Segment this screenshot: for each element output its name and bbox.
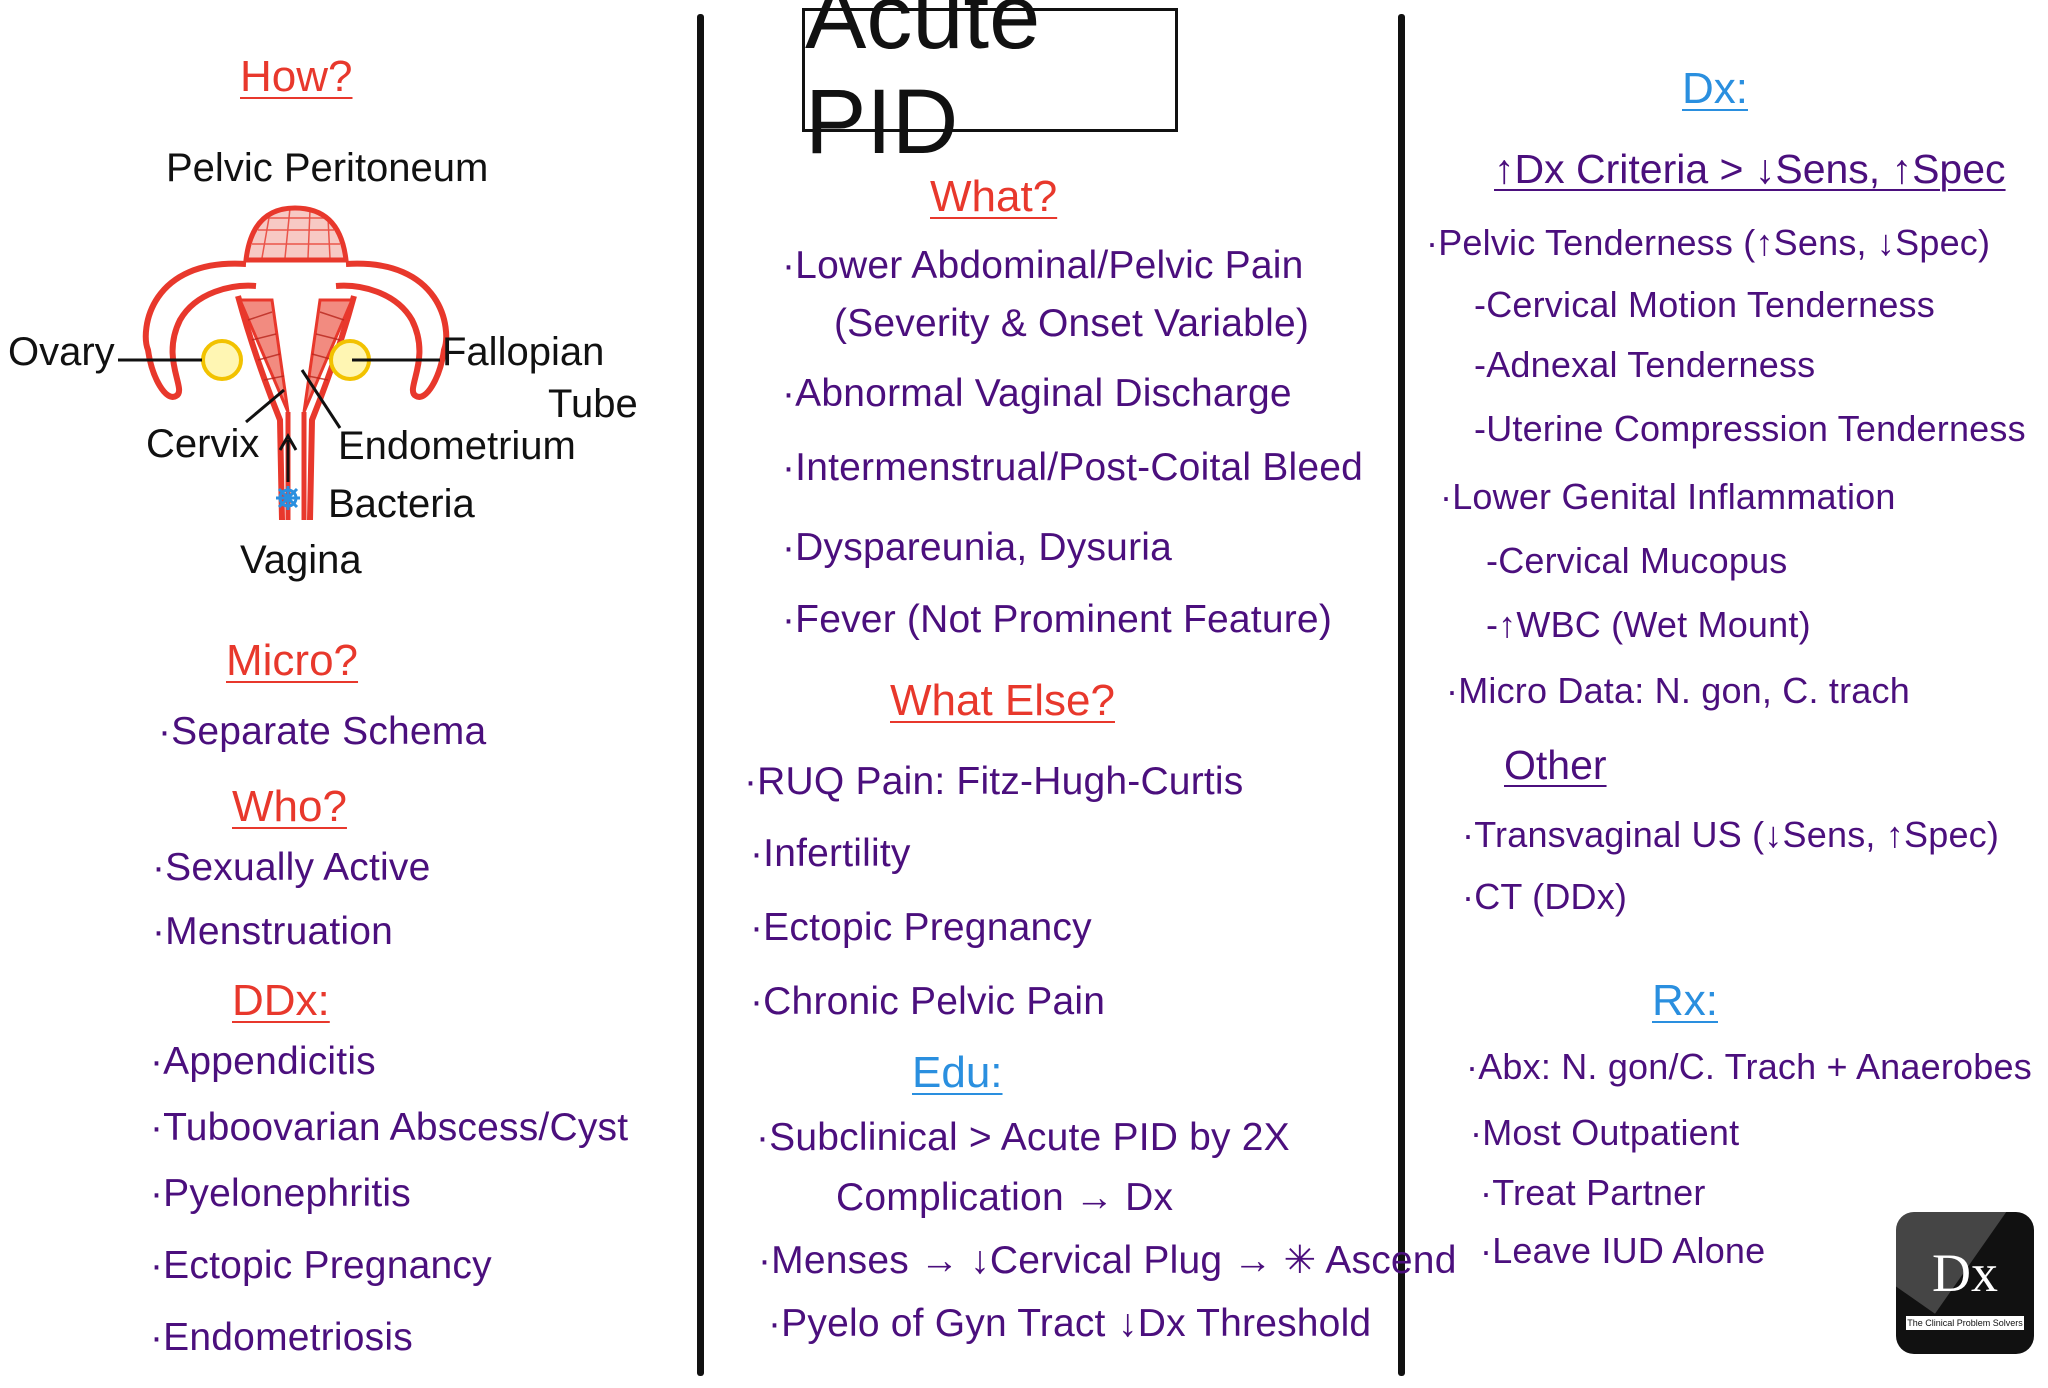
edu-heading: Edu: — [912, 1048, 1003, 1097]
what-item: ·Abnormal Vaginal Discharge — [782, 372, 1292, 415]
who-item: ·Sexually Active — [152, 846, 431, 889]
cervix-canal — [285, 412, 307, 520]
ddx-heading: DDx: — [232, 976, 330, 1025]
what-else-item: ·RUQ Pain: Fitz-Hugh-Curtis — [744, 760, 1244, 803]
tube-label: Tube — [548, 382, 638, 426]
edu-item: ·Subclinical > Acute PID by 2X — [756, 1116, 1290, 1159]
endometrium-right — [302, 298, 355, 413]
what-else-item: ·Chronic Pelvic Pain — [750, 980, 1106, 1023]
what-item: ·Lower Abdominal/Pelvic Pain — [782, 244, 1304, 287]
logo-tagline: The Clinical Problem Solvers — [1906, 1316, 2024, 1330]
edu-item: Complication → Dx — [836, 1176, 1174, 1219]
dx-criteria: ↑Dx Criteria > ↓Sens, ↑Spec — [1494, 146, 2006, 192]
micro-heading: Micro? — [226, 636, 359, 685]
divider-left — [697, 14, 704, 1376]
what-heading: What? — [930, 172, 1058, 221]
dx-logo: Dx The Clinical Problem Solvers — [1896, 1212, 2034, 1354]
how-heading: How? — [240, 52, 353, 101]
ddx-item: ·Endometriosis — [150, 1316, 413, 1359]
ovary-label: Ovary — [8, 330, 115, 374]
dx-item: -Adnexal Tenderness — [1474, 344, 1816, 385]
uterus-left-wall — [235, 295, 285, 521]
other-heading: Other — [1504, 742, 1607, 788]
ddx-item: ·Appendicitis — [150, 1040, 376, 1083]
other-item: ·Transvaginal US (↓Sens, ↑Spec) — [1462, 814, 2000, 855]
edu-item: ↓Dx Threshold — [1118, 1302, 1372, 1345]
ddx-item: ·Ectopic Pregnancy — [150, 1244, 492, 1287]
dx-item: -Cervical Mucopus — [1486, 540, 1788, 581]
dx-item: ·Pelvic Tenderness (↑Sens, ↓Spec) — [1426, 222, 1991, 263]
pelvic-peritoneum-label: Pelvic Peritoneum — [166, 146, 489, 190]
rx-heading: Rx: — [1652, 976, 1718, 1025]
what-item: ·Dyspareunia, Dysuria — [782, 526, 1173, 569]
rx-item: ·Abx: N. gon/C. Trach + Anaerobes — [1466, 1046, 2032, 1087]
cervix-label: Cervix — [146, 422, 260, 466]
logo-text: Dx — [1932, 1243, 1998, 1303]
rx-item: ·Most Outpatient — [1470, 1112, 1740, 1153]
endometrium-leader — [300, 369, 342, 429]
endometrium-label: Endometrium — [338, 424, 576, 468]
rx-item: ·Treat Partner — [1480, 1172, 1706, 1213]
what-item: ·Intermenstrual/Post-Coital Bleed — [782, 446, 1364, 489]
endometrium-left — [237, 298, 290, 413]
dx-heading: Dx: — [1682, 64, 1748, 113]
other-item: ·CT (DDx) — [1462, 876, 1628, 917]
cervix-leader — [245, 388, 285, 424]
bacteria-label: Bacteria — [328, 482, 475, 526]
left-fallopian-tube — [142, 260, 257, 400]
what-else-item: ·Ectopic Pregnancy — [750, 906, 1092, 949]
vagina-label: Vagina — [240, 538, 362, 582]
divider-right — [1398, 14, 1405, 1376]
page-title: Acute PID — [805, 0, 1041, 173]
what-item: ·Fever (Not Prominent Feature) — [782, 598, 1333, 641]
dx-item: ·Lower Genital Inflammation — [1440, 476, 1896, 517]
what-item: (Severity & Onset Variable) — [834, 302, 1310, 345]
left-ovary — [201, 339, 243, 381]
bacteria-icon — [276, 486, 300, 510]
fallopian-label: Fallopian — [442, 330, 605, 374]
what-else-item: ·Infertility — [750, 832, 911, 875]
who-item: ·Menstruation — [152, 910, 394, 953]
edu-item: ·Pyelo of Gyn Tract — [768, 1302, 1106, 1345]
title-box: Acute PID — [802, 0, 1178, 173]
fundus-shape — [243, 205, 349, 263]
edu-item: ·Menses → ↓Cervical Plug → ✳ Ascend — [758, 1239, 1457, 1282]
ddx-item: ·Pyelonephritis — [150, 1172, 411, 1215]
rx-item: ·Leave IUD Alone — [1480, 1230, 1766, 1271]
dx-item: ·Micro Data: N. gon, C. trach — [1446, 670, 1910, 711]
dx-item: -↑WBC (Wet Mount) — [1486, 604, 1811, 645]
bacteria-arrow — [278, 432, 298, 482]
what-else-heading: What Else? — [890, 676, 1115, 725]
ddx-item: ·Tuboovarian Abscess/Cyst — [150, 1106, 629, 1149]
uterus-diagram — [118, 205, 450, 521]
right-fallopian-tube — [335, 260, 450, 400]
dx-item: -Cervical Motion Tenderness — [1474, 284, 1935, 325]
who-heading: Who? — [232, 782, 347, 831]
dx-item: -Uterine Compression Tenderness — [1474, 408, 2026, 449]
micro-item: ·Separate Schema — [158, 710, 487, 753]
